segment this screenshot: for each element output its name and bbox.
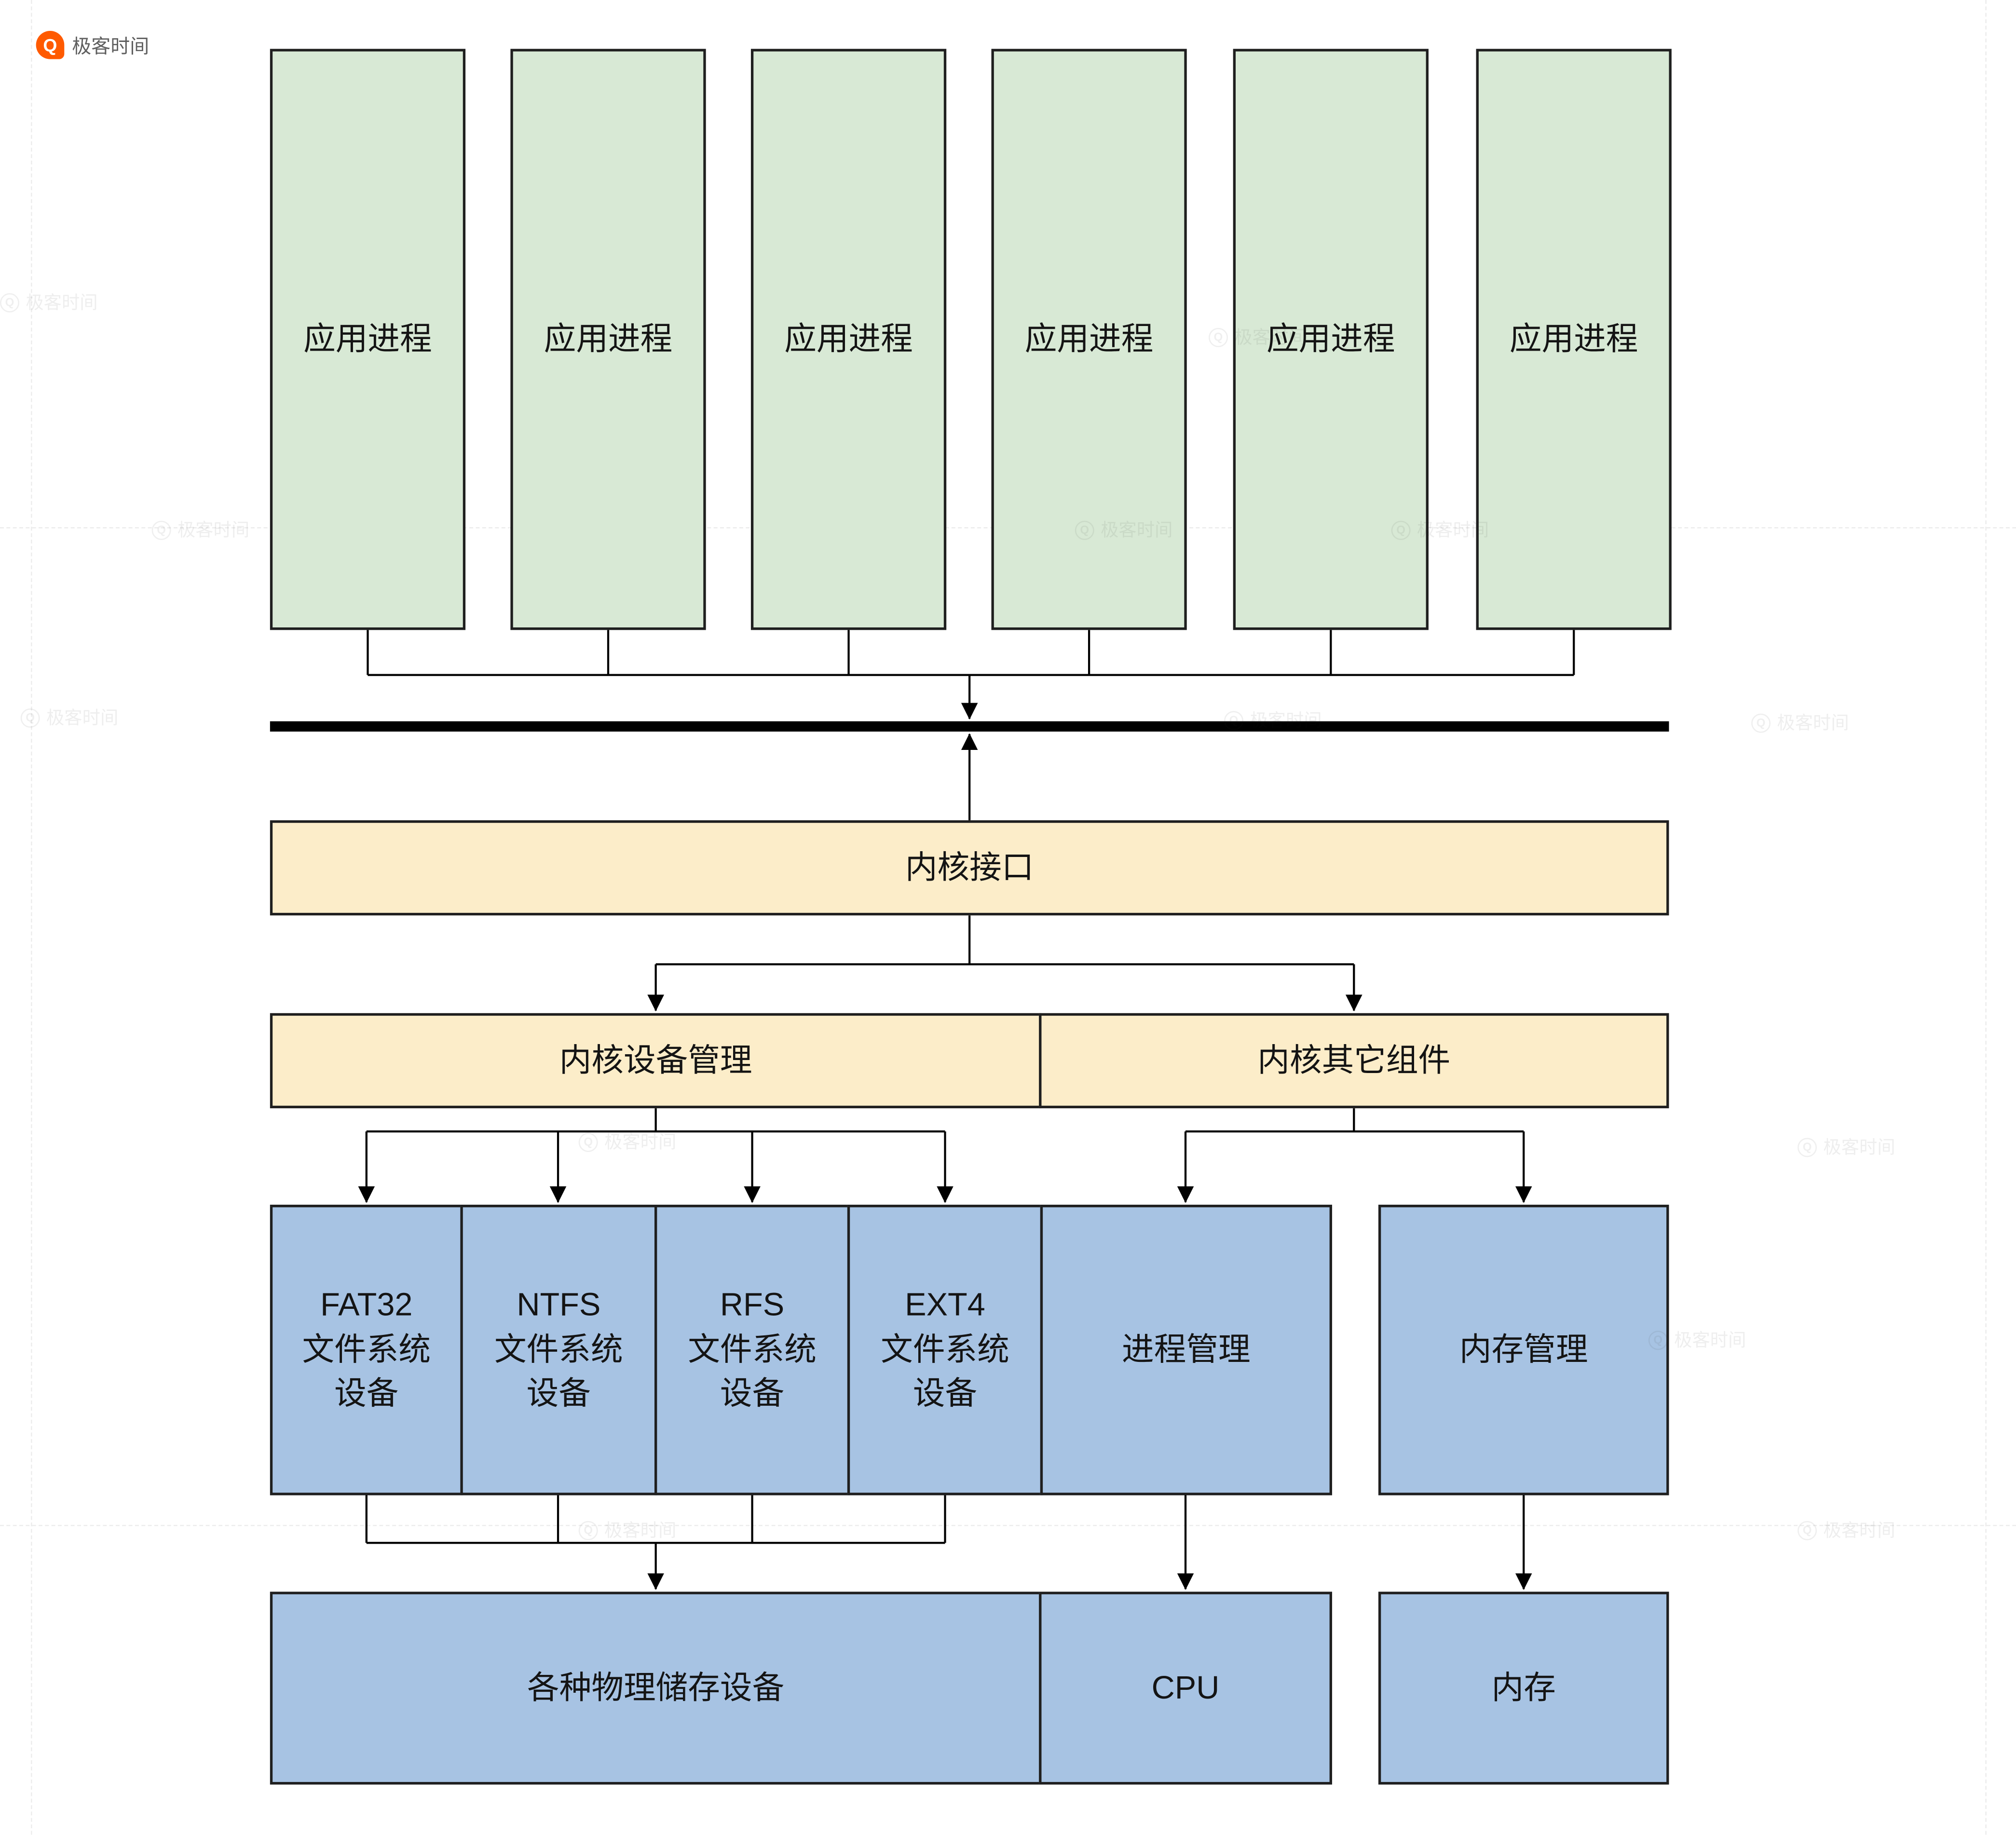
app-process-box: 应用进程 bbox=[1233, 49, 1429, 630]
watermark-icon: Q bbox=[578, 1132, 598, 1152]
watermark-icon: Q bbox=[0, 292, 19, 312]
watermark-icon: Q bbox=[151, 520, 171, 540]
watermark-icon: Q bbox=[578, 1520, 598, 1540]
watermark-icon: Q bbox=[1075, 520, 1094, 540]
process-management-box: 进程管理 bbox=[1040, 1205, 1332, 1495]
app-process-box: 应用进程 bbox=[1476, 49, 1672, 630]
watermark-icon: Q bbox=[1209, 327, 1228, 347]
geektime-logo-icon: Q bbox=[36, 30, 65, 59]
watermark-icon: Q bbox=[1751, 713, 1771, 733]
kernel-other-components-box: 内核其它组件 bbox=[1039, 1013, 1669, 1109]
app-process-connector bbox=[367, 630, 1575, 676]
watermark-icon: Q bbox=[20, 707, 40, 727]
other-branch-connector bbox=[1185, 1108, 1524, 1133]
memory-management-box: 内存管理 bbox=[1378, 1205, 1669, 1495]
watermark-icon: Q bbox=[1224, 710, 1244, 730]
geektime-logo-text: 极客时间 bbox=[72, 35, 150, 57]
geektime-logo: Q 极客时间 bbox=[36, 30, 150, 59]
watermark-guide-line bbox=[1985, 0, 1987, 1835]
fat32-fs-device-box: FAT32 文件系统 设备 bbox=[270, 1205, 463, 1495]
app-process-box: 应用进程 bbox=[991, 49, 1187, 630]
watermark-icon: Q bbox=[1798, 1137, 1817, 1157]
watermark-guide-line bbox=[30, 0, 32, 1835]
kernel-device-management-box: 内核设备管理 bbox=[270, 1013, 1042, 1109]
watermark-icon: Q bbox=[1648, 1330, 1668, 1349]
app-process-box: 应用进程 bbox=[270, 49, 466, 630]
physical-storage-box: 各种物理储存设备 bbox=[270, 1591, 1042, 1785]
kernel-split-connector bbox=[655, 915, 1354, 965]
app-process-box: 应用进程 bbox=[750, 49, 947, 630]
system-call-bar bbox=[270, 721, 1669, 732]
app-process-box: 应用进程 bbox=[510, 49, 706, 630]
ext4-fs-device-box: EXT4 文件系统 设备 bbox=[847, 1205, 1043, 1495]
watermark-guide-line bbox=[0, 1524, 2016, 1526]
kernel-interface-box: 内核接口 bbox=[270, 820, 1669, 916]
memory-box: 内存 bbox=[1378, 1591, 1669, 1785]
ntfs-fs-device-box: NTFS 文件系统 设备 bbox=[460, 1205, 657, 1495]
watermark-icon: Q bbox=[1798, 1520, 1817, 1540]
rfs-fs-device-box: RFS 文件系统 设备 bbox=[654, 1205, 850, 1495]
device-branch-connector bbox=[366, 1108, 945, 1133]
cpu-box: CPU bbox=[1039, 1591, 1332, 1785]
watermark-icon: Q bbox=[1391, 520, 1411, 540]
